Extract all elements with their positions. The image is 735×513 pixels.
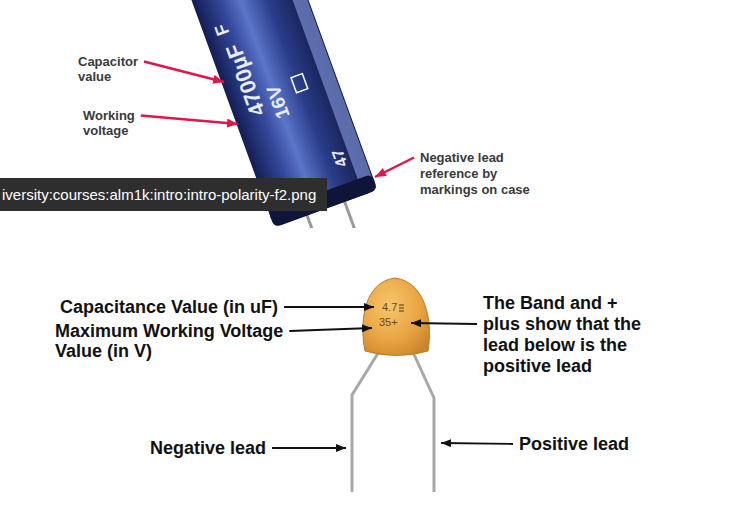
leader-arrow [375,158,414,178]
tantalum-bead [363,278,430,356]
leader-arrow [144,62,224,83]
voltage-marking: 16V [263,83,292,121]
leader-arrow [284,306,374,308]
callout-label: The Band and + plus show that the lead b… [483,293,651,377]
lead-label: Negative lead [150,438,266,458]
leader-arrow [141,116,238,125]
lead-label: Positive lead [519,434,629,454]
polarity-stripe [276,0,375,190]
callout-label: Negative lead reference by markings on c… [420,150,542,198]
capacitance-marking: 4700µF [223,41,269,119]
tantalum-lead [352,350,380,492]
case-marking-text: F [212,22,233,38]
leader-arrow [441,443,513,444]
tooltip-box: iversity:courses:alm1k:intro:intro-polar… [0,178,327,211]
leader-arrow [272,447,346,449]
callout-label: Working voltage [83,108,153,138]
voltage-marking: 35+ [379,316,398,328]
case-marking-text: 47 [329,147,350,169]
tooltip-text: iversity:courses:alm1k:intro:intro-polar… [0,178,327,211]
capacitance-marking: 4.7 [382,301,397,313]
case-marking [291,74,308,93]
callout-label: Capacitance Value (in uF) [60,297,278,317]
polarity-band [399,305,404,311]
callout-label: Capacitor value [78,54,158,84]
leader-arrow [411,323,477,324]
leader-arrow [289,328,372,331]
tantalum-lead [412,350,434,492]
callout-label: Maximum Working Voltage Value (in V) [55,321,295,361]
